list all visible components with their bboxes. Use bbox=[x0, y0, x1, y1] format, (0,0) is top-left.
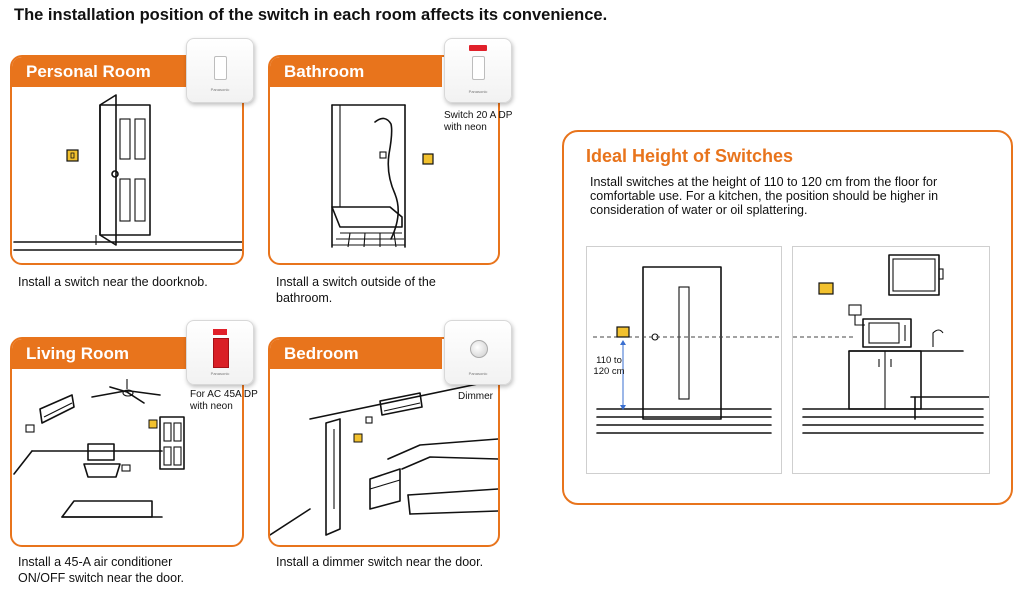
switch-photo: Panasonic bbox=[444, 320, 512, 385]
room-caption: Install a 45-A air conditioner ON/OFF sw… bbox=[18, 555, 185, 585]
bedroom-illustration bbox=[270, 380, 498, 536]
ideal-height-description: Install switches at the height of 110 to… bbox=[590, 175, 939, 217]
room-caption: Install a dimmer switch near the door. bbox=[276, 555, 484, 569]
room-caption: Install a switch near the doorknob. bbox=[18, 275, 208, 289]
door-scene: 110 to 120 cm bbox=[586, 246, 782, 474]
living-room-illustration bbox=[13, 379, 185, 518]
brand-mark: Panasonic bbox=[468, 89, 488, 94]
door-scene-illustration bbox=[593, 266, 781, 434]
room-title: Bathroom bbox=[270, 57, 442, 87]
ideal-height-title: Ideal Height of Switches bbox=[586, 146, 794, 166]
height-label: 110 to 120 cm bbox=[593, 355, 625, 377]
brand-mark: Panasonic bbox=[210, 371, 230, 376]
brand-mark: Panasonic bbox=[468, 371, 488, 376]
room-title: Bedroom bbox=[270, 339, 442, 369]
room-caption: Install a switch outside of the bathroom… bbox=[276, 275, 436, 305]
switch-photo-label: Dimmer bbox=[458, 391, 493, 402]
switch-photo: Panasonic bbox=[186, 320, 254, 385]
personal-room-illustration bbox=[13, 94, 242, 251]
switch-photo: Panasonic bbox=[444, 38, 512, 103]
room-title: Living Room bbox=[12, 339, 187, 369]
kitchen-scene bbox=[792, 246, 990, 474]
ideal-height-panel: Ideal Height of Switches Install switche… bbox=[562, 130, 1013, 505]
kitchen-scene-illustration bbox=[793, 254, 990, 434]
bathroom-illustration bbox=[331, 104, 434, 248]
switch-photo: Panasonic bbox=[186, 38, 254, 103]
brand-mark: Panasonic bbox=[210, 87, 230, 92]
room-title: Personal Room bbox=[12, 57, 187, 87]
switch-photo-label: For AC 45A DP with neon bbox=[190, 389, 258, 412]
headline: The installation position of the switch … bbox=[14, 6, 608, 24]
switch-photo-label: Switch 20 A DP with neon bbox=[444, 110, 513, 133]
